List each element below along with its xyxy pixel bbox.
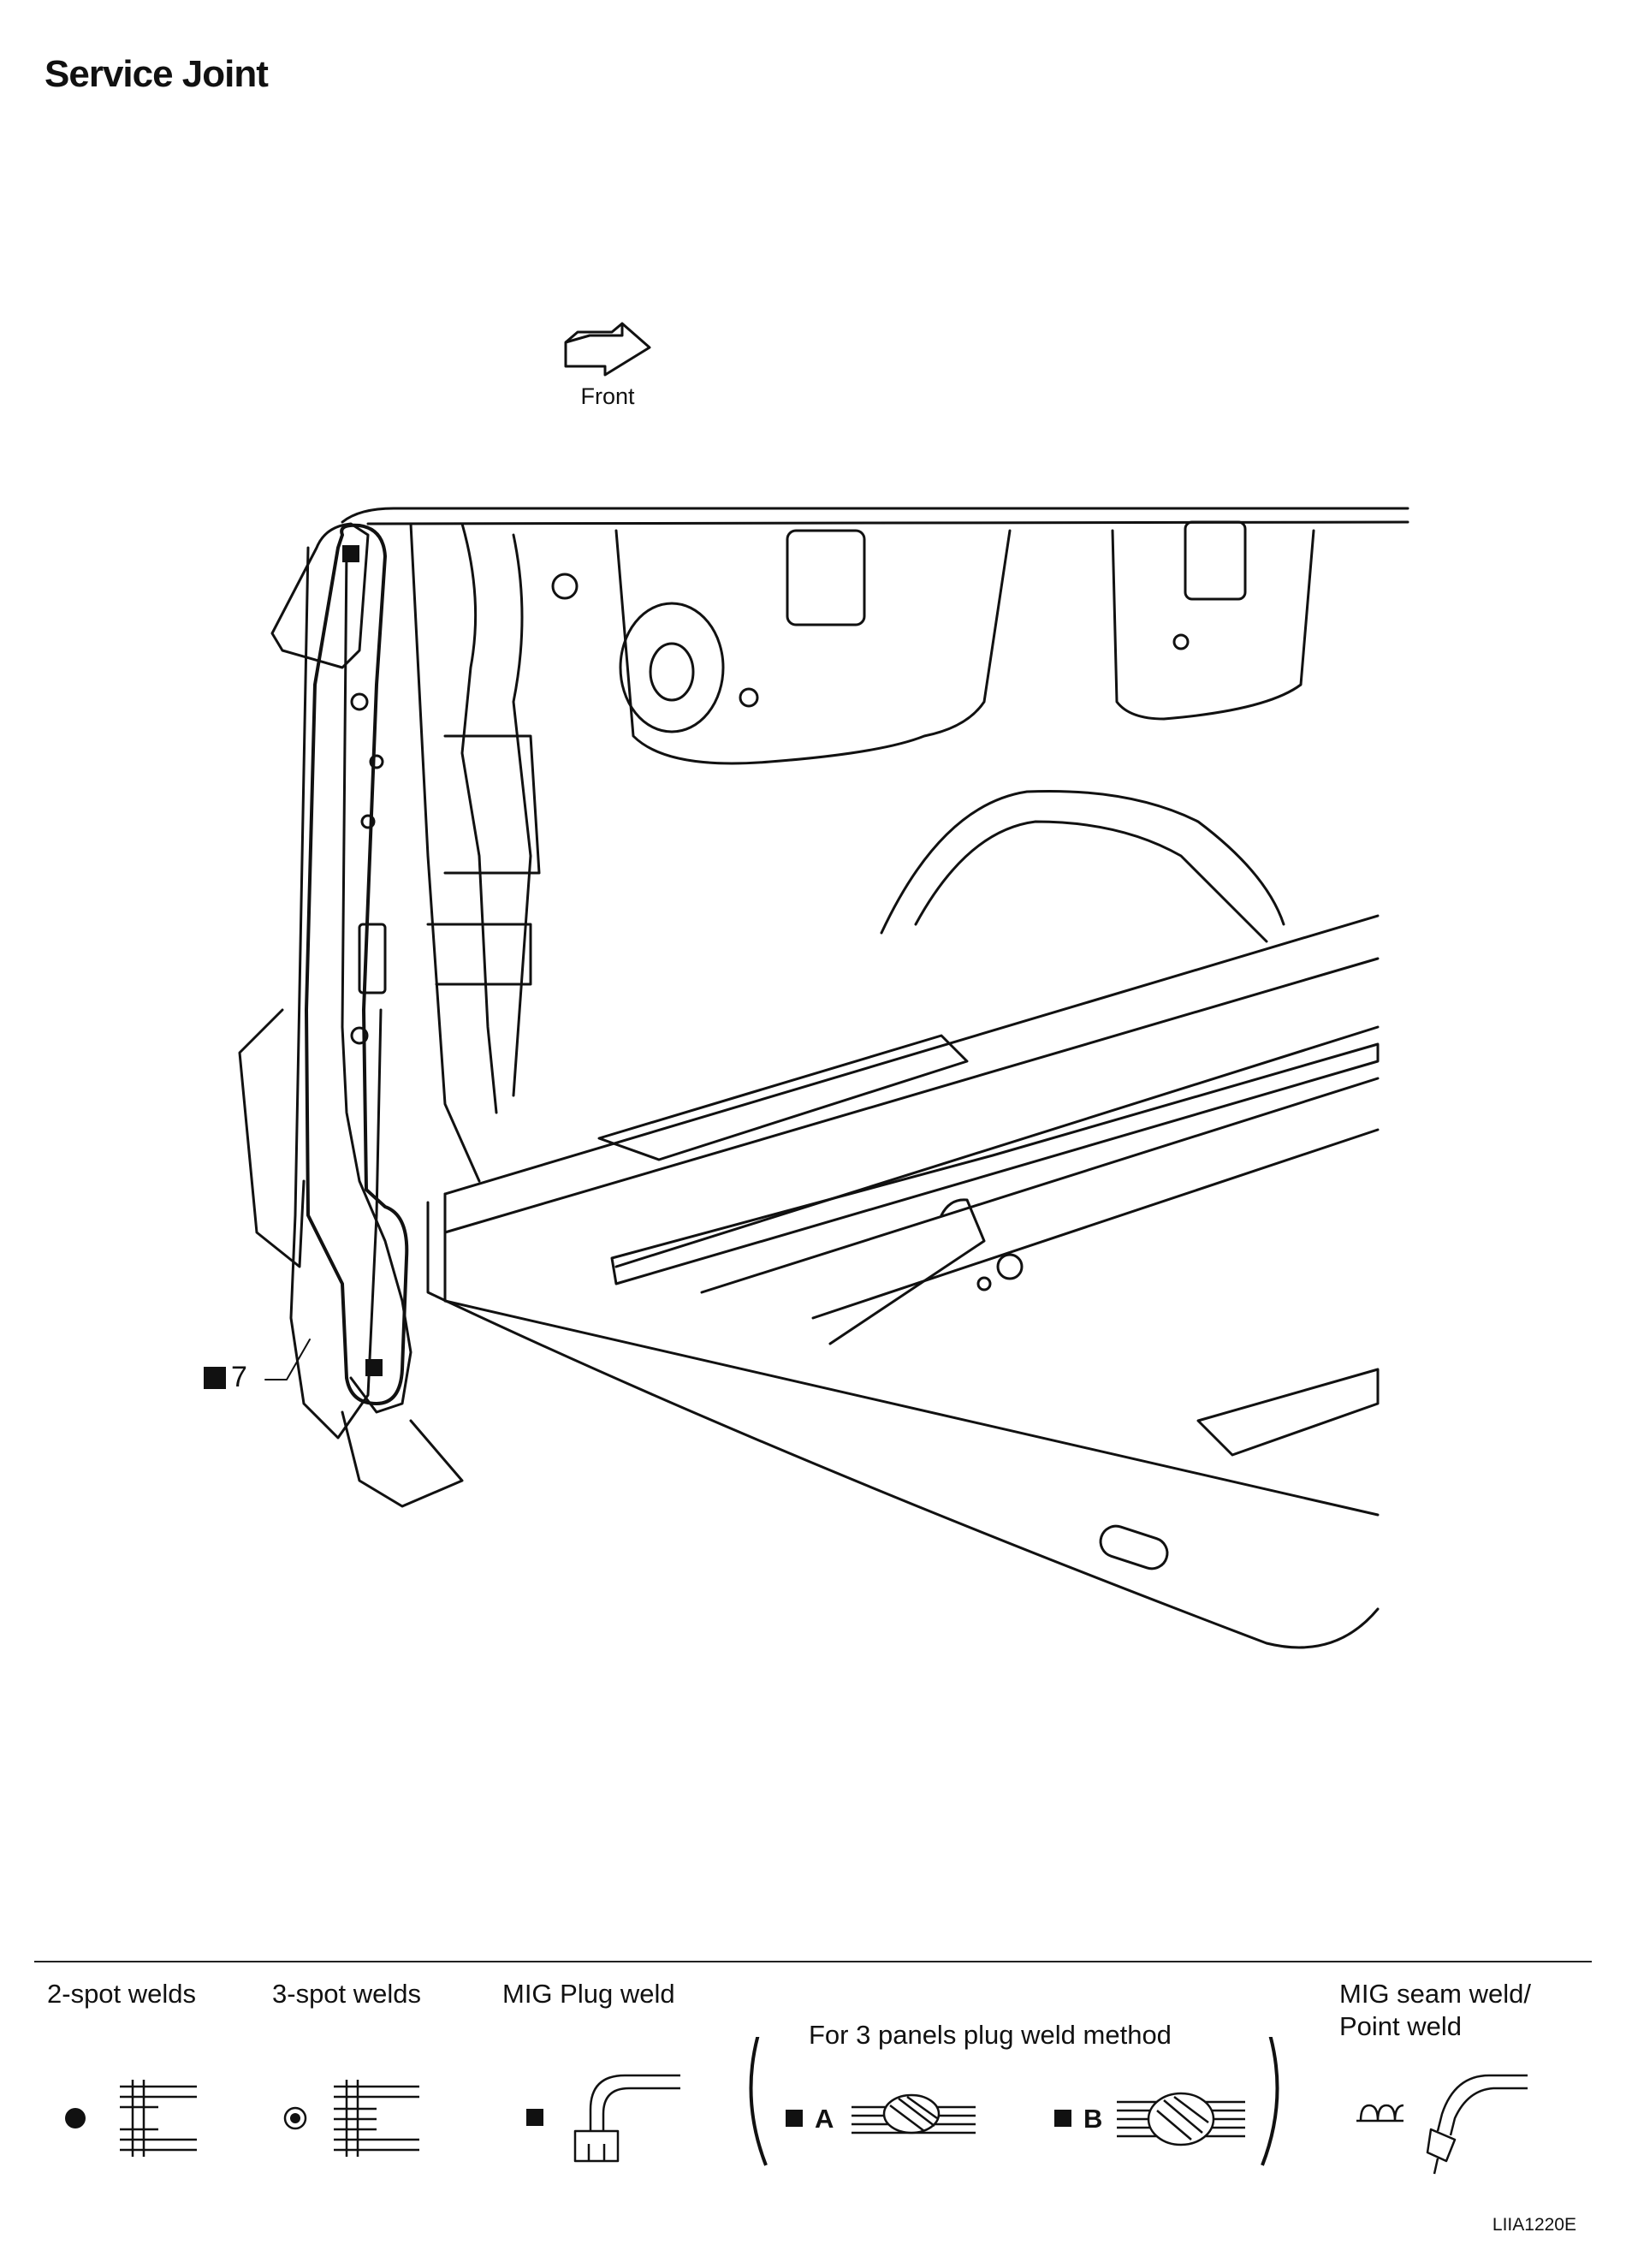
rear-cross-sill-face [426,1201,1380,1649]
tie-down-bracket-left [786,529,866,626]
pillar-slot [358,923,387,994]
bed-side-vertical-rib-2 [426,734,541,986]
two-spot-weld-diagram [120,2080,197,2157]
wheel-house-inner [914,820,1268,943]
bed-floor-channel [828,1198,986,1345]
pillar-hole [350,692,369,711]
front-arrow-icon [564,322,651,377]
pillar-hole [350,1026,369,1045]
legend-mig-seam-label-2: Point weld [1339,2011,1463,2041]
weld-mark-bottom [365,1359,383,1376]
side-pillar-inner [341,546,412,1414]
three-spot-weld-icon-center [290,2113,300,2123]
three-spot-weld-icon [283,2106,307,2130]
legend-three-spot-label: 3-spot welds [272,1979,422,2009]
method-b-weld-icon [1054,2110,1071,2127]
front-wall-boss-inner [649,642,695,702]
three-spot-weld-diagram [334,2080,419,2157]
method-b-diagram [1117,2092,1245,2146]
rear-cross-sill-top [443,1192,1380,1517]
mig-seam-weld-icon [1356,2104,1404,2123]
reference-code: LIIA1220E [1492,2215,1576,2235]
bed-front-top-rail [341,507,1409,524]
sill-slot [1099,1524,1169,1570]
bed-floor-rib-5 [1196,1368,1380,1457]
bumper-bracket [341,1410,464,1508]
front-wall-hole [739,687,759,708]
two-spot-weld-icon [65,2108,86,2128]
front-wall-panel-right [1111,529,1315,721]
legend-three-panel-label: For 3 panels plug weld method [809,2020,1172,2050]
front-indicator: Front [548,317,668,410]
legend-mig-plug-label: MIG Plug weld [502,1979,675,2009]
mig-plug-weld-icon [526,2109,543,2126]
bed-floor-rib-2 [614,1025,1380,1268]
callout-number: 7 [231,1361,247,1393]
bed-floor-front-edge [443,914,1380,1196]
left-paren [749,2037,768,2166]
front-wall-hole [1172,633,1190,650]
tie-down-bracket-right [1184,520,1247,601]
method-a-weld-icon [786,2110,803,2127]
bed-floor-rib-1 [597,1034,969,1161]
bed-floor-rear-edge [443,957,1380,1234]
mig-plug-torch-icon [573,2074,680,2163]
method-a-diagram [852,2093,976,2134]
floor-front-lip [610,1042,1380,1285]
bed-floor-rib-4 [811,1128,1380,1320]
bed-floor-rib-3 [700,1077,1380,1294]
legend-divider [34,1961,1592,1962]
front-wall-boss [619,602,725,733]
side-pillar-body [289,546,383,1440]
front-wall-panel-left [614,529,1012,765]
legend-two-spot-label: 2-spot welds [47,1979,197,2009]
bed-side-inner-panel [409,522,481,1183]
page-title: Service Joint [45,53,269,95]
service-joint-outline [305,523,409,1405]
bed-front-top-rail-inner [366,520,1409,525]
mig-plug-weld-icon [204,1366,226,1389]
bed-side-inner-stiffener [460,522,498,1114]
floor-hole [976,1276,992,1291]
pillar-hole [360,814,376,829]
front-wall-hole [551,573,579,600]
front-label: Front [580,383,635,409]
wheel-house [880,789,1285,935]
pillar-hole [369,754,384,769]
legend-method-a-label: A [815,2104,834,2134]
mig-seam-torch-icon [1426,2074,1528,2175]
floor-hole [996,1253,1024,1280]
legend-method-b-label: B [1083,2104,1103,2134]
callout-leader [264,1339,311,1380]
truck-bed-diagram [238,507,1409,1649]
legend-symbols [65,2037,1528,2175]
rear-bumper-side [238,1008,306,1268]
side-pillar-outer [270,522,370,669]
bed-side-vertical-rib [512,533,532,1097]
right-paren [1261,2037,1279,2166]
weld-mark-top [342,545,359,562]
legend-mig-seam-label-1: MIG seam weld/ [1339,1979,1531,2009]
weld-callout: 7 [204,1361,247,1394]
